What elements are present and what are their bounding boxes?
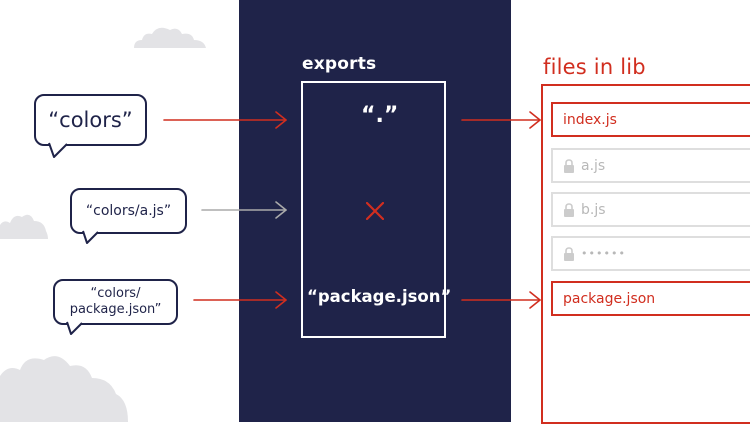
request-label-line: package.json” (69, 302, 162, 317)
exports-title: exports (302, 54, 377, 74)
request-label-line: “colors/ (90, 286, 141, 301)
arrow-export-to-package-json (461, 291, 541, 309)
file-label: •••••• (581, 247, 626, 260)
file-label: a.js (581, 157, 606, 174)
file-row-b-js: b.js (551, 192, 750, 227)
arrow-dot-to-index-js (461, 111, 541, 129)
lock-icon (564, 158, 574, 173)
bubble-tail (48, 142, 68, 158)
arrow-colors-to-dot (163, 111, 287, 129)
lock-icon (564, 202, 574, 217)
exports-box (301, 81, 446, 338)
bubble-tail (66, 321, 83, 335)
file-row-index-js: index.js (551, 102, 750, 137)
cloud-icon (0, 214, 48, 239)
request-bubble-colors: “colors” (34, 94, 147, 146)
bubble-tail (82, 230, 99, 244)
cloud-icon (134, 27, 206, 48)
export-key-dot: “.” (361, 103, 399, 128)
file-label: index.js (563, 111, 617, 128)
file-row-package-json: package.json (551, 281, 750, 316)
cloud-icon (0, 356, 128, 422)
lock-icon (564, 246, 574, 261)
file-label: b.js (581, 201, 606, 218)
arrow-colors-a-blocked (201, 201, 287, 219)
request-bubble-colors-a-js: “colors/a.js” (70, 188, 187, 234)
request-label: “colors” (48, 108, 133, 132)
request-bubble-colors-package-json: “colors/ package.json” (53, 279, 178, 325)
file-label: package.json (563, 290, 656, 307)
x-mark-icon (366, 202, 384, 220)
files-title: files in lib (543, 55, 646, 79)
file-row-a-js: a.js (551, 148, 750, 183)
file-row-hidden: •••••• (551, 236, 750, 271)
export-key-package-json: “package.json” (307, 287, 452, 306)
arrow-package-json-to-export (193, 291, 287, 309)
request-label: “colors/a.js” (85, 203, 172, 219)
